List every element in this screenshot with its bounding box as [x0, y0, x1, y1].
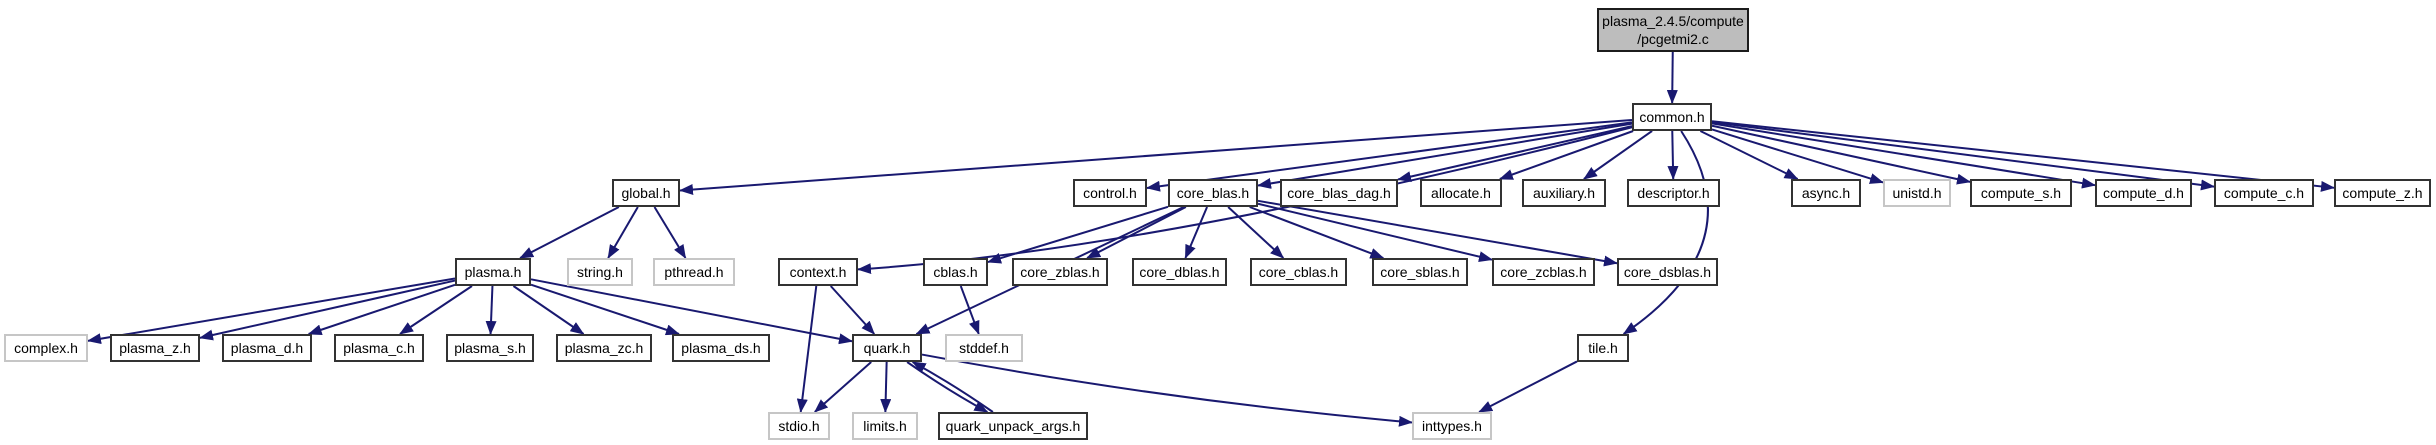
node-core-blas-dag-h[interactable]: core_blas_dag.h — [1280, 179, 1398, 207]
edge-plasma-h-to-plasma-s-h — [485, 285, 497, 335]
node-core-zblas-h[interactable]: core_zblas.h — [1012, 258, 1108, 286]
edge-pcgetmi2-c-to-common-h — [1666, 51, 1678, 104]
edge-common-h-to-allocate-h — [1498, 130, 1634, 180]
edge-core-blas-h-to-cblas-h — [987, 205, 1169, 264]
node-limits-h: limits.h — [852, 412, 918, 440]
edge-core-blas-h-to-core-zblas-h — [1086, 206, 1187, 259]
node-compute-c-h[interactable]: compute_c.h — [2214, 179, 2314, 207]
node-compute-z-h[interactable]: compute_z.h — [2334, 179, 2431, 207]
edge-common-h-to-compute-s-h — [1711, 124, 1971, 185]
edge-core-blas-h-to-core-sblas-h — [1249, 206, 1385, 259]
node-tile-h[interactable]: tile.h — [1577, 334, 1629, 362]
node-common-h[interactable]: common.h — [1632, 103, 1712, 131]
edge-common-h-to-compute-c-h — [1711, 121, 2215, 191]
node-async-h[interactable]: async.h — [1791, 179, 1861, 207]
edge-common-h-to-core-blas-h — [1257, 122, 1633, 189]
edge-common-h-to-core-blas-dag-h — [1397, 125, 1633, 183]
edge-global-h-to-pthread-h — [653, 206, 687, 259]
edge-common-h-to-auxiliary-h — [1583, 130, 1653, 180]
edge-core-blas-h-to-core-zcblas-h — [1257, 202, 1493, 263]
node-global-h[interactable]: global.h — [612, 179, 680, 207]
edge-common-h-to-global-h — [679, 118, 1633, 196]
edge-common-h-to-async-h — [1699, 130, 1799, 180]
edge-common-h-to-control-h — [1146, 121, 1633, 192]
node-stddef-h: stddef.h — [945, 334, 1023, 362]
edge-plasma-h-to-plasma-z-h — [199, 279, 456, 341]
edge-plasma-h-to-complex-h — [87, 277, 456, 345]
edge-quark-h-to-stdio-h — [814, 361, 872, 413]
node-core-sblas-h[interactable]: core_sblas.h — [1372, 258, 1468, 286]
node-stdio-h: stdio.h — [768, 412, 830, 440]
node-pcgetmi2-c: plasma_2.4.5/compute /pcgetmi2.c — [1597, 8, 1749, 52]
edge-plasma-h-to-plasma-ds-h — [530, 283, 680, 336]
edge-quark-h-to-quark-unpack-args-h — [906, 361, 989, 413]
node-complex-h: complex.h — [4, 334, 88, 362]
edge-context-h-to-quark-h — [829, 285, 876, 335]
node-unistd-h: unistd.h — [1883, 179, 1951, 207]
node-core-zcblas-h[interactable]: core_zcblas.h — [1492, 258, 1595, 286]
node-control-h[interactable]: control.h — [1073, 179, 1147, 207]
node-compute-d-h[interactable]: compute_d.h — [2095, 179, 2192, 207]
edge-cblas-h-to-stddef-h — [959, 285, 980, 335]
edge-context-h-to-stdio-h — [796, 285, 818, 413]
node-plasma-zc-h[interactable]: plasma_zc.h — [556, 334, 652, 362]
node-plasma-h[interactable]: plasma.h — [455, 258, 531, 286]
node-descriptor-h[interactable]: descriptor.h — [1627, 179, 1720, 207]
edge-global-h-to-string-h — [607, 206, 639, 259]
edge-quark-h-to-inttypes-h — [921, 353, 1413, 427]
node-core-cblas-h[interactable]: core_cblas.h — [1250, 258, 1347, 286]
edge-quark-h-to-limits-h — [880, 361, 892, 413]
node-string-h: string.h — [567, 258, 633, 286]
edge-global-h-to-plasma-h — [519, 206, 620, 259]
edge-common-h-to-compute-z-h — [1711, 120, 2335, 192]
node-quark-h[interactable]: quark.h — [852, 334, 922, 362]
edge-common-h-to-compute-d-h — [1711, 122, 2096, 189]
node-core-dblas-h[interactable]: core_dblas.h — [1132, 258, 1227, 286]
edge-tile-h-to-inttypes-h — [1478, 360, 1578, 413]
edge-core-blas-h-to-core-dsblas-h — [1257, 199, 1618, 267]
node-plasma-c-h[interactable]: plasma_c.h — [334, 334, 424, 362]
node-plasma-d-h[interactable]: plasma_d.h — [222, 334, 312, 362]
edge-plasma-h-to-plasma-d-h — [307, 283, 456, 336]
node-pthread-h: pthread.h — [653, 258, 735, 286]
node-plasma-s-h[interactable]: plasma_s.h — [446, 334, 534, 362]
node-compute-s-h[interactable]: compute_s.h — [1970, 179, 2072, 207]
node-cblas-h[interactable]: cblas.h — [923, 258, 988, 286]
edge-common-h-to-tile-h — [1622, 130, 1709, 335]
node-plasma-ds-h[interactable]: plasma_ds.h — [672, 334, 770, 362]
node-allocate-h[interactable]: allocate.h — [1420, 179, 1502, 207]
node-quark-unpack-args-h[interactable]: quark_unpack_args.h — [938, 412, 1088, 440]
edge-plasma-h-to-plasma-zc-h — [512, 285, 585, 335]
node-core-blas-h[interactable]: core_blas.h — [1168, 179, 1258, 207]
node-inttypes-h: inttypes.h — [1412, 412, 1492, 440]
edge-core-blas-h-to-core-dblas-h — [1184, 206, 1208, 259]
node-plasma-z-h[interactable]: plasma_z.h — [110, 334, 200, 362]
node-core-dsblas-h[interactable]: core_dsblas.h — [1617, 258, 1718, 286]
node-context-h[interactable]: context.h — [778, 258, 858, 286]
edge-common-h-to-descriptor-h — [1667, 130, 1679, 180]
node-auxiliary-h[interactable]: auxiliary.h — [1522, 179, 1606, 207]
edge-quark-unpack-args-h-to-quark-h — [911, 361, 994, 413]
edge-common-h-to-unistd-h — [1711, 128, 1884, 184]
edge-plasma-h-to-plasma-c-h — [399, 285, 473, 335]
edge-plasma-h-to-quark-h — [530, 278, 853, 345]
edge-core-blas-h-to-core-cblas-h — [1227, 206, 1285, 259]
